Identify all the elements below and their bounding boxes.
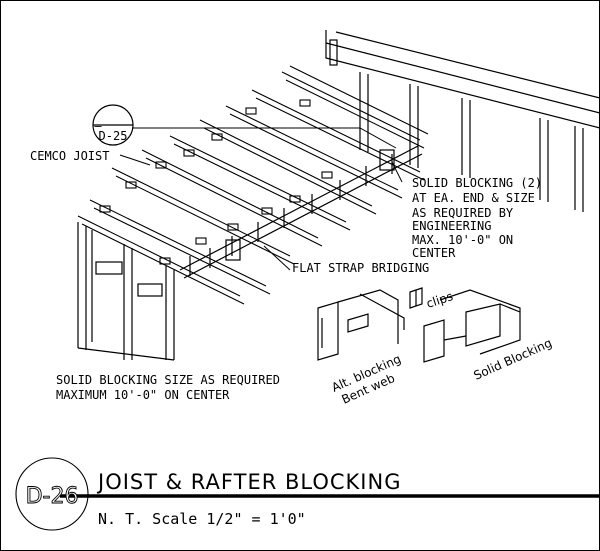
flat-strap-label: FLAT STRAP BRIDGING: [292, 261, 429, 275]
callout-ref-text: D-25: [99, 129, 128, 143]
callout-top-text: –: [94, 119, 102, 133]
alt-blocking-detail: [317, 289, 405, 361]
bottom-note-line: SOLID BLOCKING SIZE AS REQUIRED: [56, 373, 280, 387]
front-wall: [77, 222, 175, 361]
blocking-line: [179, 145, 423, 279]
note-line: MAX. 10'-0" ON: [412, 233, 513, 247]
clips-label: clips: [425, 289, 455, 311]
note-line: AS REQUIRED BY: [412, 206, 514, 220]
drawing-scale: N. T. Scale 1/2" = 1'0": [98, 510, 306, 528]
leader-lines: [119, 127, 403, 271]
note-line: ENGINEERING: [412, 219, 491, 233]
drawing-title: JOIST & RAFTER BLOCKING: [96, 470, 401, 494]
solid-blocking-note: SOLID BLOCKING (2) AT EA. END & SIZE AS …: [412, 176, 542, 260]
detail-number-bubble: [15, 457, 89, 531]
note-line: CENTER: [412, 246, 456, 260]
clip-detail: [409, 287, 423, 309]
bottom-note-line: MAXIMUM 10'-0" ON CENTER: [56, 388, 230, 402]
detail-callout-bubble: [92, 104, 134, 146]
cemco-joist-label: CEMCO JOIST: [30, 149, 109, 163]
detail-number: D-26: [26, 484, 79, 509]
note-line: AT EA. END & SIZE: [412, 191, 535, 205]
solid-blocking-detail: [423, 289, 521, 363]
back-wall: [325, 30, 600, 212]
note-line: SOLID BLOCKING (2): [412, 176, 542, 190]
